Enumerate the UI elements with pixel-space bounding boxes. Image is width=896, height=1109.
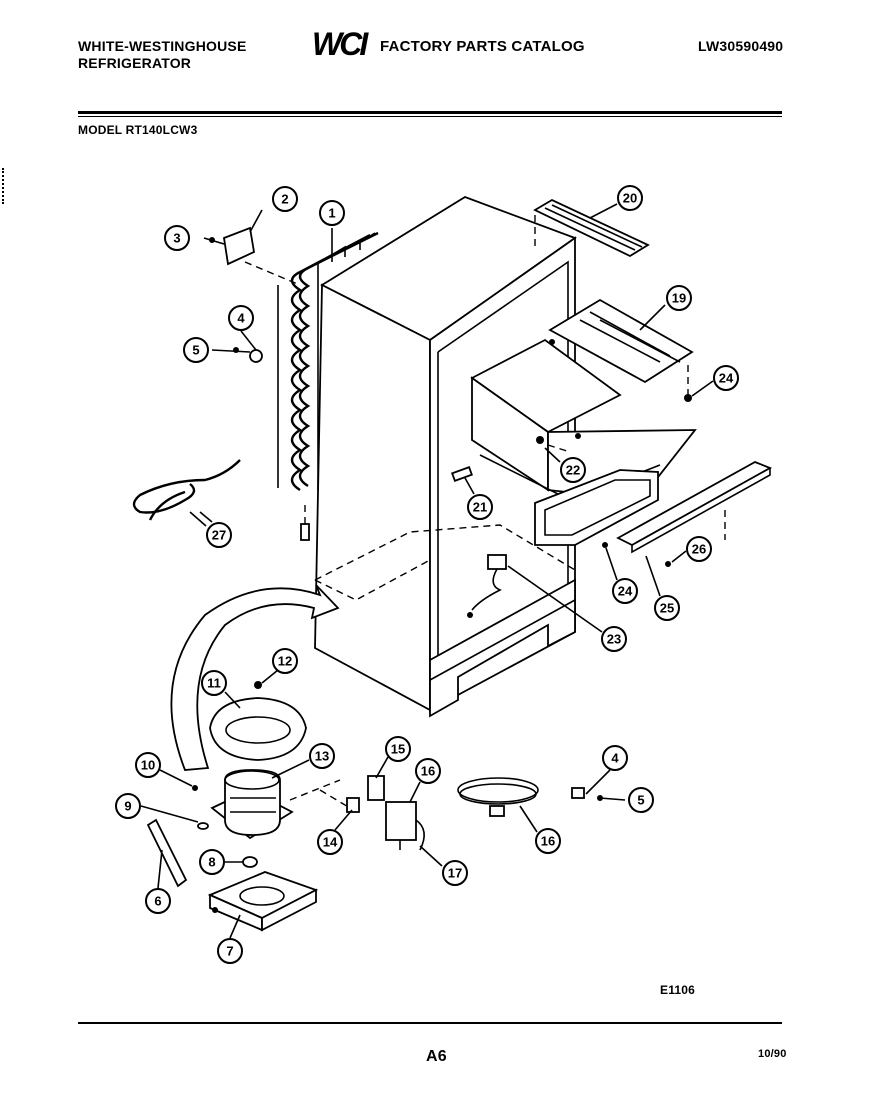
svg-text:16: 16 (421, 764, 435, 779)
callout-11: 11 (201, 670, 241, 709)
svg-text:27: 27 (212, 528, 226, 543)
svg-text:20: 20 (623, 191, 637, 206)
callout-3: 3 (164, 225, 190, 251)
callout-4: 4 (228, 305, 257, 351)
front-rail (616, 461, 773, 567)
figure-code: E1106 (660, 983, 696, 997)
callout-5: 5 (183, 337, 209, 363)
power-cord (457, 777, 539, 817)
svg-text:17: 17 (448, 866, 462, 881)
callout-21: 21 (464, 477, 493, 520)
mounting-bracket (203, 209, 301, 286)
svg-text:21: 21 (473, 500, 487, 515)
evaporator-cover (548, 298, 694, 402)
compressor-base (207, 871, 319, 932)
callout-26: 26 (671, 536, 712, 563)
svg-text:11: 11 (207, 676, 221, 691)
callout-16-relay: 16 (409, 758, 441, 803)
svg-text:12: 12 (278, 654, 292, 669)
svg-text:1: 1 (328, 206, 335, 221)
callout-27: 27 (189, 511, 232, 548)
scan-margin-mark (2, 168, 8, 204)
page-number: A6 (426, 1048, 447, 1065)
svg-text:9: 9 (124, 799, 131, 814)
svg-text:25: 25 (660, 601, 674, 616)
footer-rule (78, 1022, 782, 1024)
callout-8: 8 (199, 849, 243, 875)
drain-pan (209, 681, 307, 761)
svg-text:13: 13 (315, 749, 329, 764)
svg-text:7: 7 (226, 944, 233, 959)
callout-9: 9 (115, 793, 199, 823)
callout-23: 23 (507, 565, 627, 652)
callout-25: 25 (645, 555, 680, 621)
ground-screw-parts (571, 769, 626, 801)
evaporator (470, 338, 697, 501)
svg-text:10: 10 (141, 758, 155, 773)
appliance-type: REFRIGERATOR (78, 55, 192, 71)
svg-text:19: 19 (672, 291, 686, 306)
document-number: LW30590490 (698, 38, 784, 54)
callout-7: 7 (217, 914, 243, 964)
callout-24-bottom: 24 (605, 547, 638, 604)
svg-text:26: 26 (692, 542, 706, 557)
svg-text:24: 24 (719, 371, 734, 386)
revision-date: 10/90 (758, 1048, 787, 1060)
header-rule (78, 111, 782, 114)
callout-14: 14 (317, 809, 353, 855)
drain-tube (132, 459, 241, 523)
callout-1: 1 (319, 200, 345, 262)
svg-text:23: 23 (607, 632, 621, 647)
callout-17: 17 (419, 845, 468, 886)
cabinet (314, 196, 577, 718)
header-rule-thin (78, 116, 782, 117)
wci-logo: WCI (312, 26, 368, 62)
callout-12: 12 (261, 648, 298, 684)
callout-6: 6 (145, 849, 171, 914)
svg-text:14: 14 (323, 835, 338, 850)
callout-19: 19 (639, 285, 692, 331)
callout-2: 2 (272, 186, 298, 212)
callout-10: 10 (135, 752, 193, 787)
callout-4-right: 4 (602, 745, 628, 771)
svg-text:24: 24 (618, 584, 633, 599)
callout-13: 13 (271, 743, 335, 779)
svg-text:5: 5 (192, 343, 199, 358)
drain-hose (170, 584, 340, 771)
relay-parts (346, 775, 425, 851)
brand-block: WHITE-WESTINGHOUSE REFRIGERATOR (78, 38, 246, 72)
svg-text:4: 4 (611, 751, 619, 766)
svg-text:8: 8 (208, 855, 215, 870)
svg-text:15: 15 (391, 742, 405, 757)
top-channel (533, 198, 650, 258)
svg-text:4: 4 (237, 311, 245, 326)
callout-22: 22 (544, 447, 586, 483)
drip-tray (534, 469, 659, 548)
callout-16-cord: 16 (519, 805, 561, 854)
compressor (192, 769, 351, 868)
svg-text:2: 2 (281, 192, 288, 207)
callout-20: 20 (589, 185, 643, 219)
svg-text:22: 22 (566, 463, 580, 478)
callout-24-top: 24 (691, 365, 739, 397)
model-number: MODEL RT140LCW3 (78, 123, 198, 137)
svg-text:6: 6 (154, 894, 161, 909)
compressor-brace (146, 818, 188, 888)
callout-5-right: 5 (628, 787, 654, 813)
svg-text:16: 16 (541, 834, 555, 849)
svg-text:5: 5 (637, 793, 644, 808)
condenser-coil (277, 231, 379, 541)
catalog-title: FACTORY PARTS CATALOG (380, 38, 585, 55)
callout-15: 15 (375, 736, 411, 779)
thermostat-and-light (451, 466, 507, 618)
brand-name: WHITE-WESTINGHOUSE (78, 38, 247, 54)
svg-text:3: 3 (173, 231, 180, 246)
